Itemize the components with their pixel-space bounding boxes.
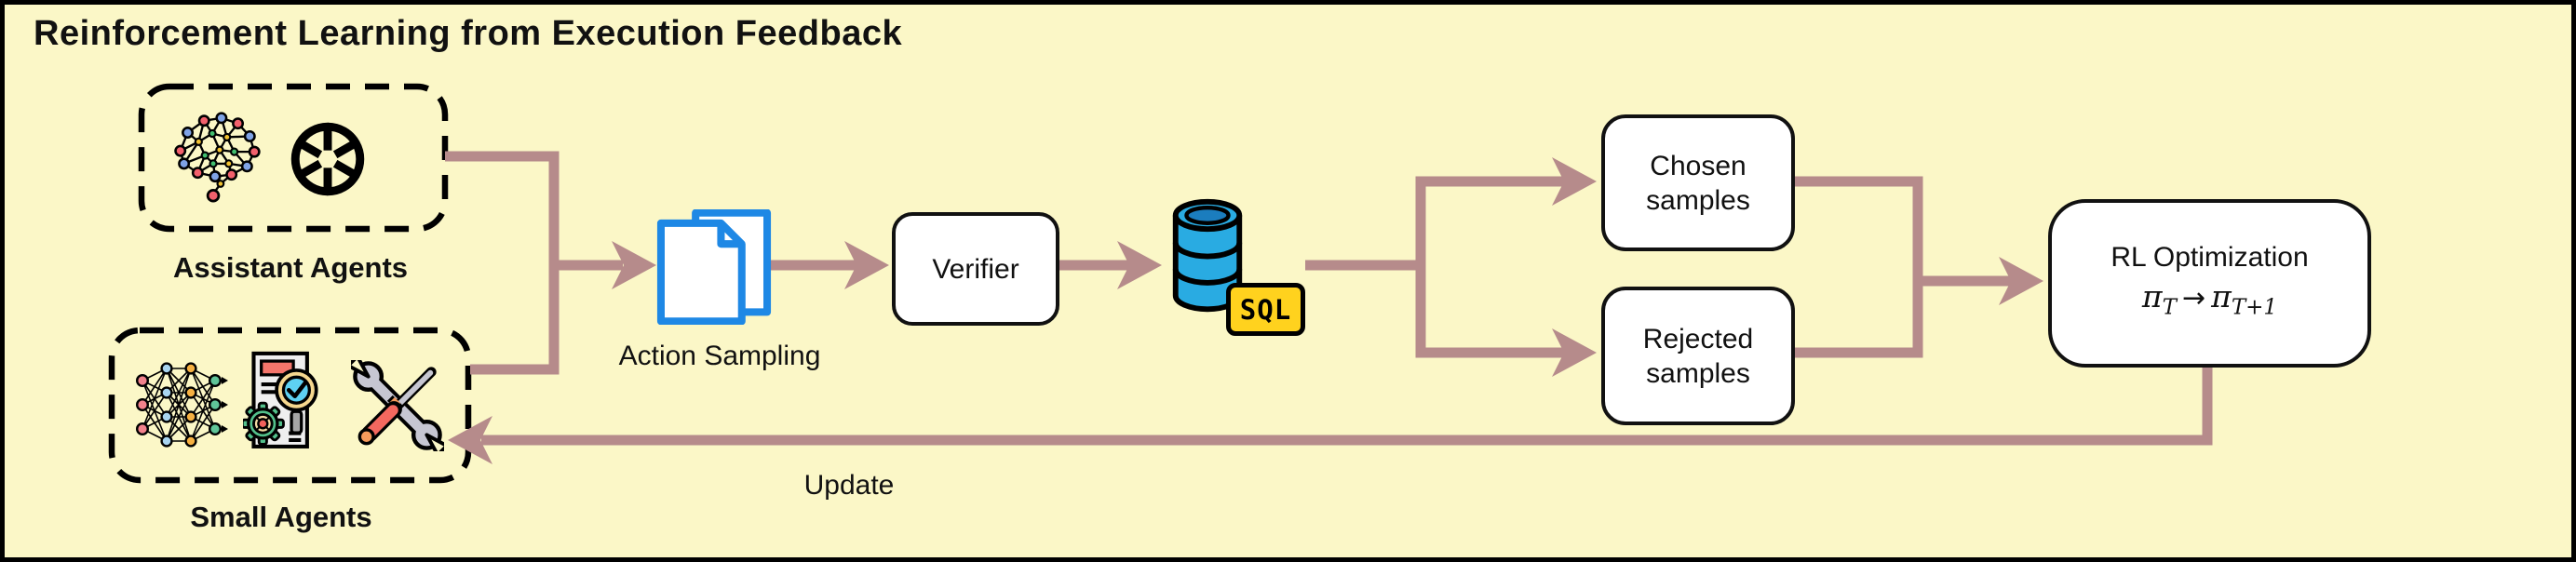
sql-badge-label: SQL [1239, 293, 1292, 326]
chosen-samples-node: Chosen samples [1601, 114, 1795, 251]
verifier-label: Verifier [932, 253, 1019, 285]
openai-logo-icon [290, 122, 365, 196]
chosen-samples-line2: samples [1646, 184, 1750, 216]
database-icon [1172, 198, 1243, 313]
rejected-samples-line2: samples [1646, 357, 1750, 389]
rejected-samples-node: Rejected samples [1601, 287, 1795, 425]
arrowhead-into-sampling [612, 241, 656, 289]
arrowhead-into-rejected [1552, 328, 1597, 377]
doc-inspect-icon [243, 351, 318, 448]
rl-optimization-label: RL Optimization [2111, 242, 2309, 274]
flow-line-split-to-rejected [1415, 265, 1567, 358]
arrowhead-into-rl [1999, 257, 2043, 305]
diagram-title: Reinforcement Learning from Execution Fe… [34, 14, 903, 53]
arrowhead-into-verifier [844, 241, 889, 289]
arrowhead-into-chosen [1552, 157, 1597, 206]
pi-from-sub: T [2162, 295, 2177, 320]
flow-arrows-layer [108, 83, 2213, 484]
flow-line-rejected-to-rl [1793, 281, 1923, 358]
flow-line-assistant-to-sampling [445, 151, 623, 271]
brain-network-icon [174, 112, 261, 203]
verifier-node: Verifier [892, 212, 1059, 326]
pi-from: π [2141, 278, 2163, 315]
pi-to: π [2211, 278, 2232, 315]
small-agents-label: Small Agents [190, 501, 372, 533]
flow-line-update-loop [481, 365, 2213, 446]
mlp-network-icon [135, 362, 228, 448]
documents-icon [656, 209, 772, 325]
arrowhead-update-into-small-agents [448, 416, 492, 464]
update-edge-label: Update [803, 470, 895, 501]
flow-line-small-to-sampling [470, 265, 560, 375]
assistant-agents-label: Assistant Agents [172, 251, 409, 284]
policy-update-formula: πT→πT+1 [2142, 278, 2277, 327]
arrowhead-into-database [1117, 241, 1162, 289]
flow-line-split-to-chosen [1415, 176, 1567, 265]
pi-to-sub: T+1 [2231, 295, 2278, 320]
small-agents-box [108, 327, 472, 484]
screwdriver-icon [357, 367, 437, 446]
rejected-samples-line1: Rejected [1642, 323, 1754, 355]
flow-line-chosen-to-rl [1793, 176, 2012, 287]
chosen-samples-line1: Chosen [1650, 150, 1747, 181]
tools-icon [351, 360, 444, 451]
gear-icon [243, 401, 285, 446]
action-sampling-label: Action Sampling [618, 341, 821, 371]
rl-optimization-node: RL Optimization πT→πT+1 [2048, 199, 2371, 368]
magnifier-check-icon [275, 368, 318, 435]
formula-arrow: → [2181, 282, 2206, 315]
sql-badge: SQL [1226, 283, 1305, 336]
